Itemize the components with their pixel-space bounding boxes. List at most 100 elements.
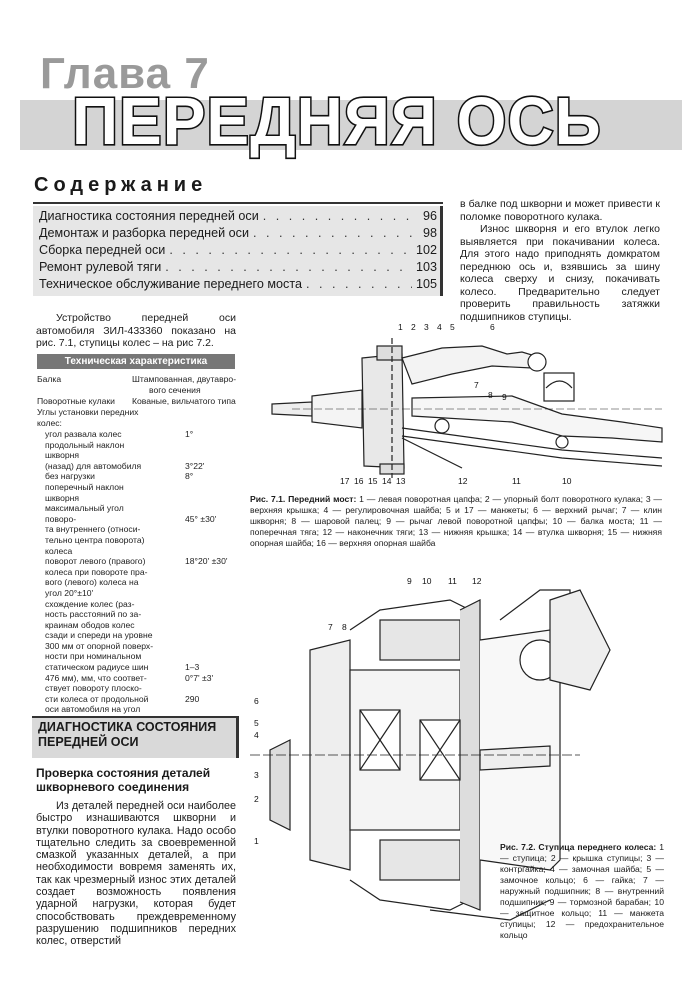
- contents-item-page: 98: [422, 226, 437, 240]
- spec-detail-line: колеса: [45, 545, 73, 556]
- spec-detail-line: максимальный угол поворо-: [45, 503, 124, 524]
- spec-detail-value: 8°: [185, 471, 194, 482]
- spec-detail-line: сти колеса от продольной: [45, 693, 149, 704]
- contents-item-title: Ремонт рулевой тяги: [39, 260, 162, 274]
- body-paragraph: Из деталей передней оси наиболее быстро …: [36, 800, 236, 948]
- spec-detail-line: угол развала колес: [45, 429, 122, 439]
- fig1-label: 6: [490, 322, 495, 332]
- fig1-label: 15: [368, 476, 378, 486]
- contents-item-page: 103: [415, 260, 437, 274]
- section-title-line: ДИАГНОСТИКА СОСТОЯНИЯ: [38, 720, 217, 734]
- spec-detail-value: 1°: [185, 429, 194, 439]
- right-paragraph-2: Износ шкворня и его втулок легко выявляе…: [460, 223, 660, 323]
- fig1-caption: Рис. 7.1. Передний мост: 1 — левая повор…: [250, 494, 662, 549]
- spec-key: Углы установки передних: [37, 407, 139, 417]
- spec-detail-line: колеса при повороте пра-: [45, 566, 148, 577]
- wheel-hub-drawing: 9 10 11 12 7 8 6 5 4 3 2 1: [250, 576, 611, 921]
- spec-value: Штампованная, двутавро-: [132, 374, 237, 384]
- spec-detail-line: ности при номинальном: [45, 651, 142, 662]
- contents-box-edge: [440, 206, 443, 296]
- spec-detail-value: 0°7' ±3': [185, 672, 214, 683]
- front-axle-drawing: 1 2 3 4 5 6 7 8 9 17 16 15 14 13 12 11 1…: [271, 322, 663, 486]
- contents-leader: . . . . . . . . . . . . . . . . . . . . …: [305, 277, 412, 291]
- spec-value: Кованые, вильчатого типа: [132, 396, 236, 406]
- fig1-caption-title: Рис. 7.1. Передний мост:: [250, 494, 357, 504]
- fig1-label: 1: [398, 322, 403, 332]
- section-title-line: ПЕРЕДНЕЙ ОСИ: [38, 735, 139, 749]
- right-paragraph-1: в балке под шкворни и может привести к п…: [460, 198, 660, 223]
- contents-item-title: Диагностика состояния передней оси: [39, 209, 259, 223]
- contents-rule: [33, 202, 443, 204]
- spec-detail-line: 300 мм от опорной поверх-: [45, 640, 154, 651]
- contents-leader: . . . . . . . . . . . . . . . . . . . . …: [262, 209, 419, 223]
- spec-detail-line: 476 мм), мм, что соответ-: [45, 672, 147, 683]
- fig1-label: 4: [437, 322, 442, 332]
- spec-detail-value: 290: [185, 694, 200, 704]
- spec-detail-line: ность расстояний по за-: [45, 609, 142, 620]
- subsection-title-line: Проверка состояния деталей: [36, 766, 211, 780]
- fig1-label: 9: [502, 392, 507, 402]
- contents-item[interactable]: Диагностика состояния передней оси . . .…: [39, 209, 437, 226]
- spec-key: Поворотные кулаки: [37, 396, 115, 406]
- contents-leader: . . . . . . . . . . . . . . . . . . . . …: [169, 243, 412, 257]
- spec-detail-line: (назад) для автомобиля: [45, 460, 142, 471]
- fig1-label: 13: [396, 476, 406, 486]
- spec-detail-value: 45° ±30': [185, 513, 217, 524]
- contents-item-title: Демонтаж и разборка передней оси: [39, 226, 249, 240]
- fig2-caption-title: Рис. 7.2. Ступица переднего колеса:: [500, 842, 657, 852]
- fig2-label: 1: [254, 836, 259, 846]
- spec-value: вого сечения: [149, 385, 201, 395]
- contents-item[interactable]: Демонтаж и разборка передней оси . . . .…: [39, 226, 437, 243]
- fig1-label: 11: [512, 476, 521, 486]
- chapter-title-bar: [20, 100, 682, 150]
- contents-heading: Содержание: [34, 174, 208, 196]
- contents-box: Диагностика состояния передней оси . . .…: [33, 206, 443, 296]
- fig1-label: 5: [450, 322, 455, 332]
- fig2-label: 6: [254, 696, 259, 706]
- spec-key: Балка: [37, 374, 62, 384]
- fig2-label: 4: [254, 730, 259, 740]
- contents-item[interactable]: Техническое обслуживание переднего моста…: [39, 277, 437, 294]
- contents-item-page: 96: [422, 209, 437, 223]
- contents-item-page: 105: [415, 277, 437, 291]
- spec-detail-line: без нагрузки: [45, 471, 95, 482]
- spec-detail-value: 3°22': [185, 460, 205, 471]
- fig2-label: 8: [342, 622, 347, 632]
- fig2-label: 11: [448, 576, 457, 586]
- fig2-label: 2: [254, 794, 259, 804]
- fig1-label: 12: [458, 476, 468, 486]
- section-title: ДИАГНОСТИКА СОСТОЯНИЯ ПЕРЕДНЕЙ ОСИ: [38, 720, 216, 750]
- spec-detail-line: схождение колес (раз-: [45, 598, 135, 609]
- spec-detail-line: поперечный наклон шкворня: [45, 481, 124, 503]
- section-heading-box: [32, 716, 239, 758]
- fig2-caption-text: 1 — ступица; 2 — крышка ступицы; 3 — кон…: [500, 842, 664, 940]
- spec-detail-line: тельно центра поворота): [45, 534, 145, 545]
- spec-detail-line: та внутреннего (относи-: [45, 524, 141, 535]
- intro-paragraph: Устройство передней оси автомобиля ЗИЛ-4…: [36, 312, 236, 349]
- spec-heading: Техническая характеристика: [37, 354, 235, 369]
- spec-detail-line: сзади и спереди на уровне: [45, 630, 153, 641]
- fig1-label: 3: [424, 322, 429, 332]
- subsection-title: Проверка состояния деталей шкворневого с…: [36, 766, 210, 794]
- spec-detail-line: вого (левого) колеса на: [45, 577, 139, 588]
- contents-item[interactable]: Сборка передней оси . . . . . . . . . . …: [39, 243, 437, 260]
- fig2-label: 5: [254, 718, 259, 728]
- contents-leader: . . . . . . . . . . . . . . . . . . . . …: [252, 226, 419, 240]
- contents-item-title: Сборка передней оси: [39, 243, 166, 257]
- subsection-title-line: шкворневого соединения: [36, 780, 190, 794]
- fig2-label: 3: [254, 770, 259, 780]
- contents-item[interactable]: Ремонт рулевой тяги . . . . . . . . . . …: [39, 260, 437, 277]
- contents-item-title: Техническое обслуживание переднего моста: [39, 277, 302, 291]
- spec-table: Балка Штампованная, двутавро- вого сечен…: [37, 374, 237, 746]
- chapter-label: Глава 7: [40, 49, 210, 98]
- spec-detail-line: угол 20°±10': [45, 587, 94, 598]
- fig2-label: 7: [328, 622, 333, 632]
- chapter-title: ПЕРЕДНЯЯ ОСЬ: [71, 83, 603, 160]
- spec-detail-line: продольный наклон шкворня: [45, 439, 125, 461]
- fig2-label: 10: [422, 576, 432, 586]
- fig1-label: 16: [354, 476, 364, 486]
- fig1-label: 14: [382, 476, 392, 486]
- fig1-label: 10: [562, 476, 572, 486]
- spec-detail-line: краинам ободов колес: [45, 619, 135, 630]
